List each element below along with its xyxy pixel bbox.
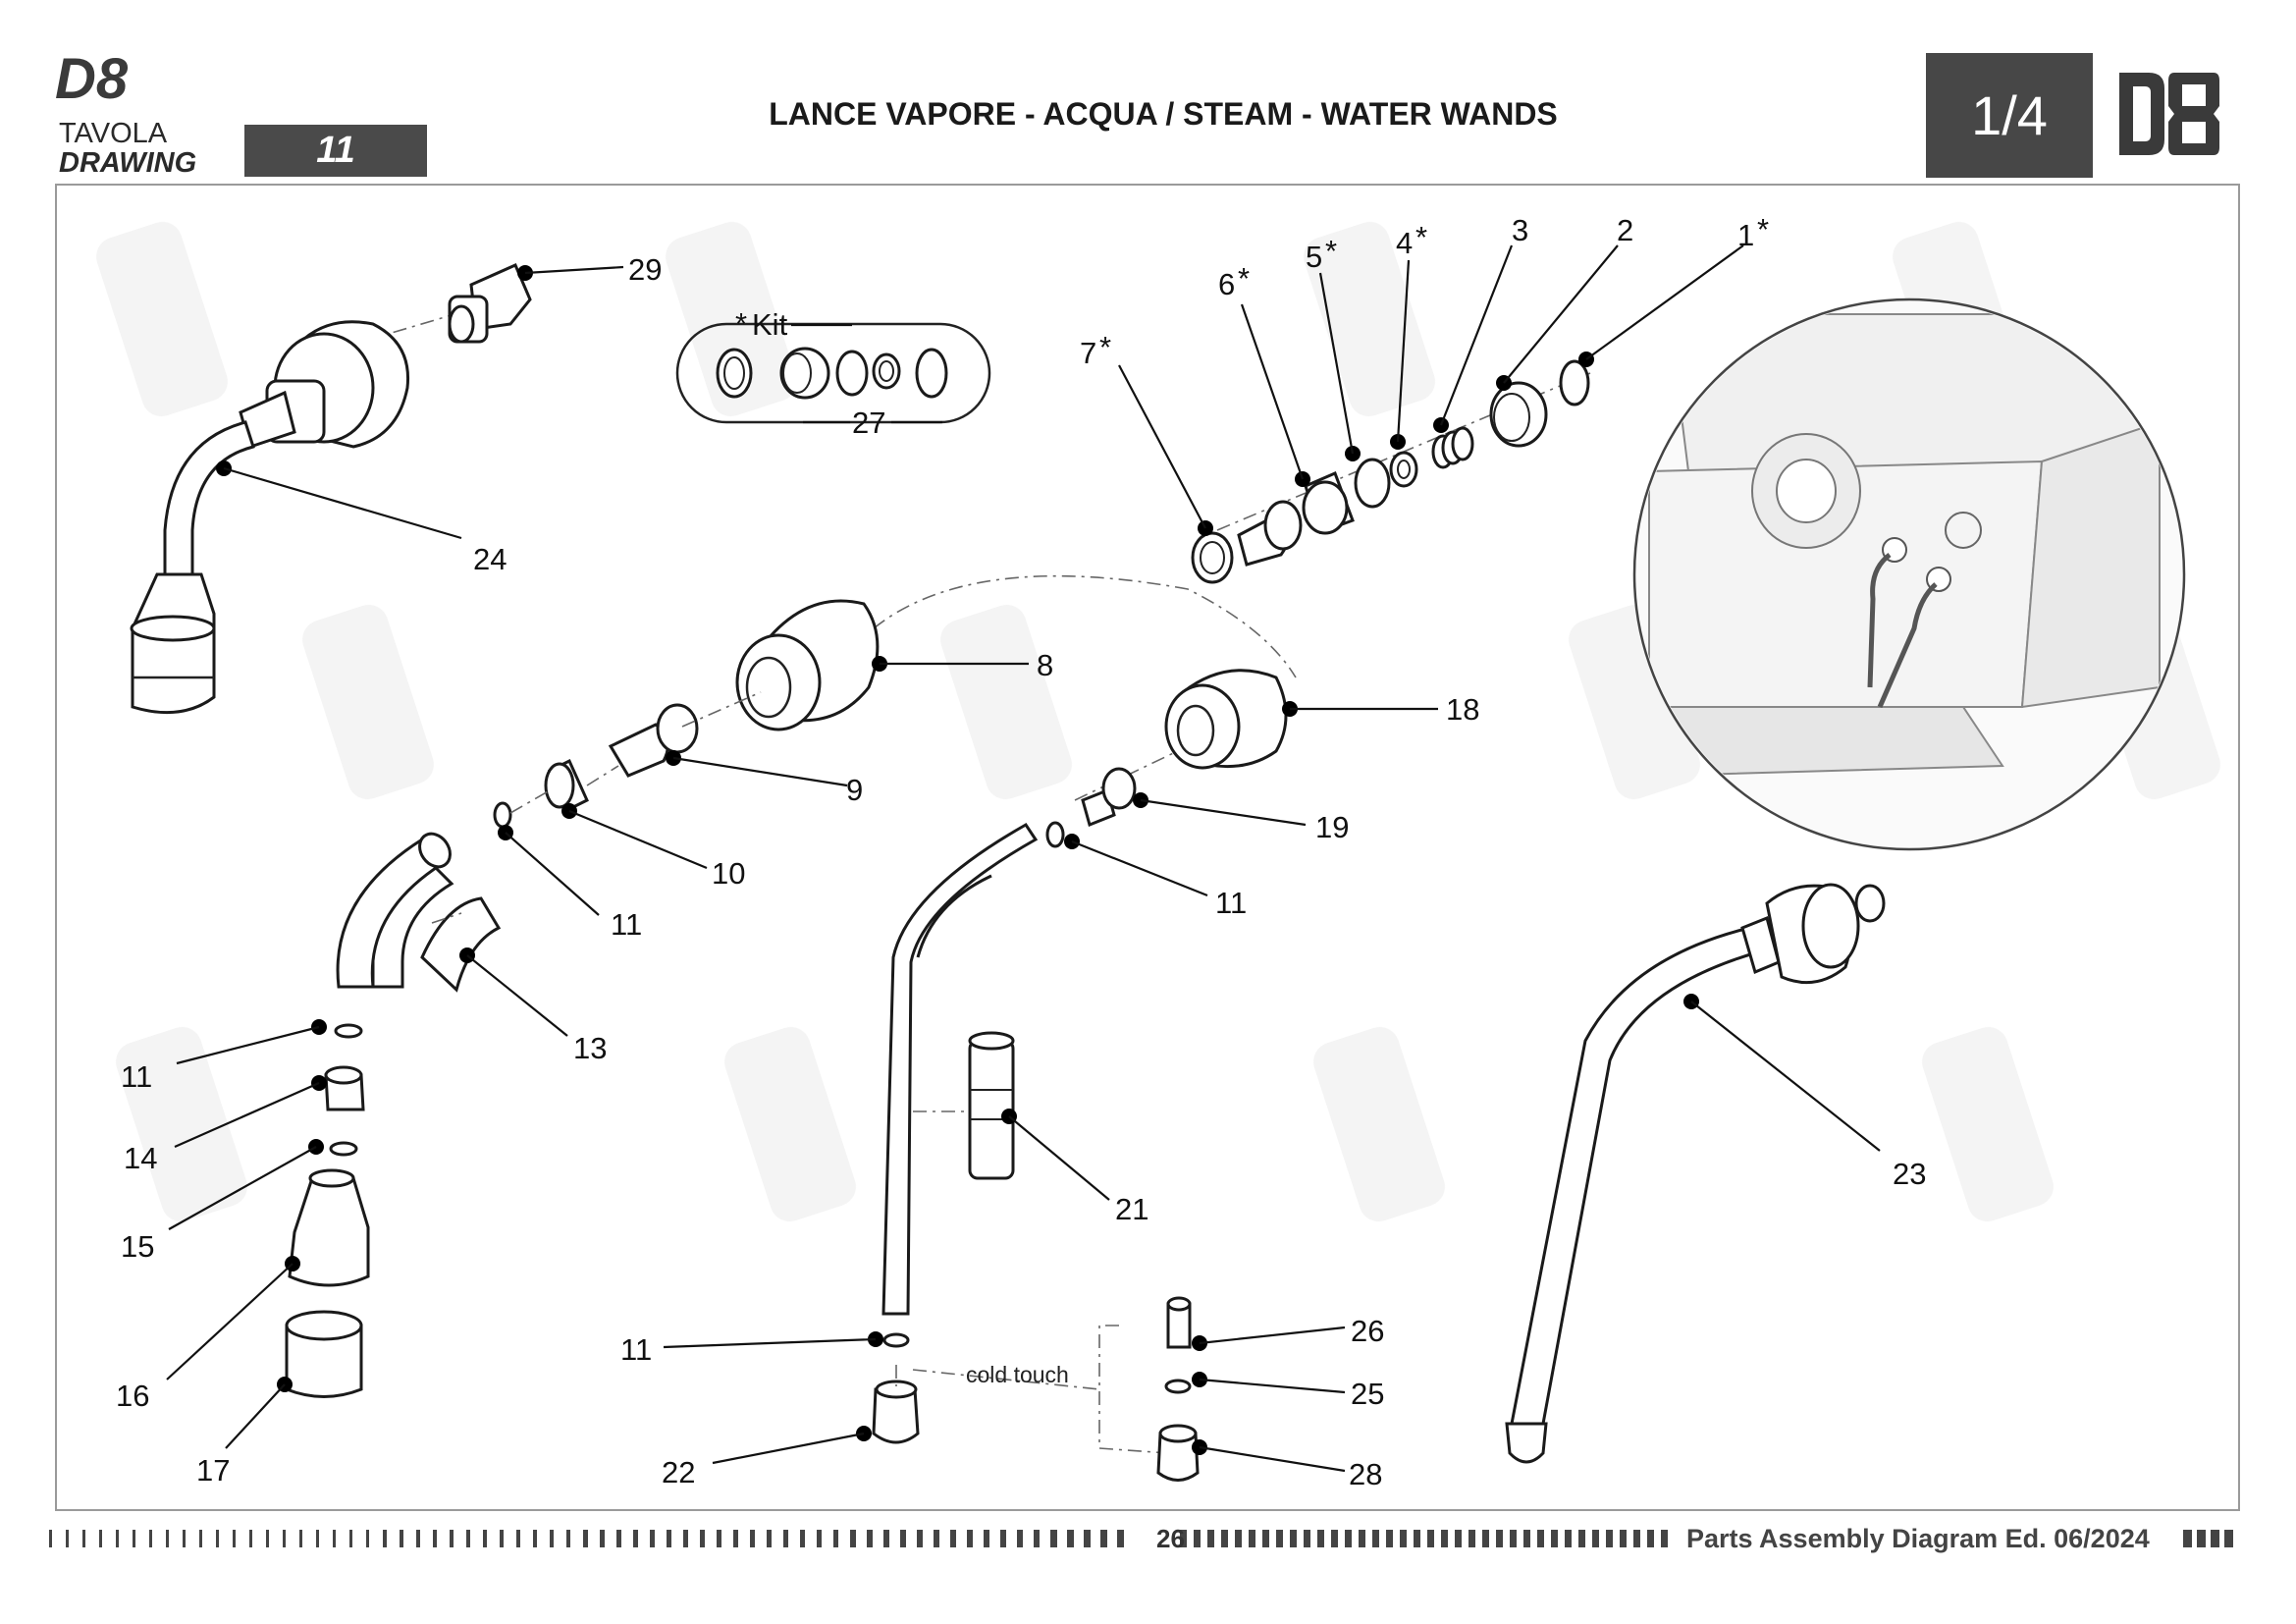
callout-1: 1	[1737, 218, 1754, 252]
water-wand-assembly	[872, 669, 1288, 1444]
footer: 26 Parts Assembly Diagram Ed. 06/2024	[49, 1524, 2248, 1555]
callout-11-b: 11	[1215, 886, 1247, 920]
callout-labels: 1 * 2 3 4 * 5 * 6 * 7 * 8 9 10 11 11 11 …	[116, 212, 1926, 1491]
valve-parts-top	[1191, 359, 1591, 584]
callout-11-d: 11	[620, 1332, 652, 1367]
callout-14: 14	[124, 1141, 157, 1175]
callout-28: 28	[1349, 1457, 1382, 1491]
callout-leaders	[166, 244, 1881, 1473]
callout-6-star: *	[1238, 261, 1250, 296]
callout-24: 24	[473, 542, 507, 576]
callout-21: 21	[1115, 1192, 1148, 1226]
cold-touch-label: cold touch	[966, 1362, 1069, 1387]
callout-11-a: 11	[611, 907, 642, 942]
steam-valve-assembly	[285, 574, 1297, 1398]
edition-label: Parts Assembly Diagram Ed. 06/2024	[1686, 1524, 2150, 1553]
callout-22: 22	[662, 1455, 695, 1489]
callout-27: 27	[852, 406, 885, 440]
callout-7: 7	[1080, 336, 1096, 370]
machine-inset	[1632, 298, 2186, 851]
callout-8: 8	[1037, 648, 1053, 682]
tavola-label: TAVOLA	[59, 118, 168, 149]
callout-16: 16	[116, 1379, 149, 1413]
drawing-frame	[55, 184, 2240, 1511]
callout-10: 10	[712, 856, 745, 891]
callout-19: 19	[1315, 810, 1349, 844]
callout-29: 29	[628, 252, 662, 287]
callout-3: 3	[1512, 213, 1528, 247]
callout-2: 2	[1617, 213, 1633, 247]
callout-11-c: 11	[121, 1059, 152, 1094]
callout-5: 5	[1306, 240, 1322, 274]
footer-barcode-pattern	[49, 1530, 2233, 1547]
callout-23: 23	[1893, 1157, 1926, 1191]
watermark-pattern	[96, 221, 2220, 1222]
steam-wand-left	[130, 263, 532, 715]
drawing-number: 11	[244, 125, 427, 177]
callout-5-star: *	[1325, 234, 1337, 268]
callout-26: 26	[1351, 1314, 1384, 1348]
page-title: LANCE VAPORE - ACQUA / STEAM - WATER WAN…	[769, 96, 1558, 132]
page-fraction: 1/4	[1926, 53, 2093, 178]
drawing-label: DRAWING	[59, 147, 197, 179]
callout-18: 18	[1446, 692, 1479, 727]
callout-7-star: *	[1099, 330, 1111, 364]
cold-touch-parts: cold touch	[912, 1296, 1200, 1482]
page-number: 26	[1156, 1524, 1185, 1553]
model-name: D8	[55, 47, 129, 111]
kit-27-group: * Kit 27	[675, 306, 991, 440]
callout-1-star: *	[1757, 212, 1769, 246]
callout-9: 9	[846, 773, 863, 807]
callout-17: 17	[196, 1453, 230, 1488]
kit-label: Kit	[752, 307, 788, 342]
callout-15: 15	[121, 1229, 154, 1264]
callout-6: 6	[1218, 267, 1235, 301]
callout-4: 4	[1396, 226, 1413, 260]
callout-13: 13	[573, 1031, 607, 1065]
d8-logo-icon: D8	[2119, 73, 2219, 155]
callout-4-star: *	[1415, 220, 1427, 254]
water-wand-right	[1505, 883, 1886, 1464]
callout-25: 25	[1351, 1377, 1384, 1411]
kit-marker: *	[735, 306, 747, 341]
